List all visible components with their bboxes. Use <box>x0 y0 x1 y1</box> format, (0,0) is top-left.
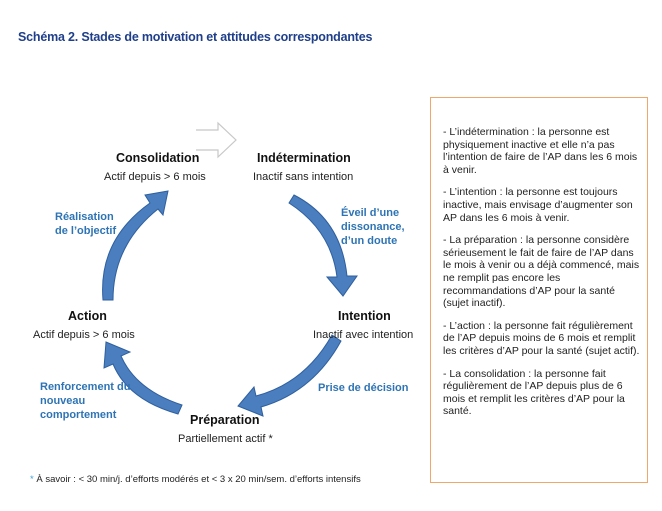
stage-indetermination-desc: Inactif sans intention <box>253 171 354 183</box>
definition-action: - L’action : la personne fait régulièrem… <box>443 319 640 357</box>
arrow-intention-preparation <box>237 334 342 417</box>
stage-indetermination-name: Indétermination <box>257 151 351 165</box>
stage-intention-name: Intention <box>338 309 391 323</box>
transition-decision-line: Prise de décision <box>318 382 409 394</box>
transition-decision: Prise de décision <box>318 381 408 395</box>
footnote: * À savoir : < 30 min/j. d’efforts modér… <box>30 474 361 485</box>
definition-intention: - L’intention : la personne est toujours… <box>443 186 633 224</box>
transition-eveil: Éveil d’une dissonance, d’un doute <box>341 206 405 248</box>
transition-renforcement-line: Renforcement du <box>40 381 131 393</box>
diagram-title: Schéma 2. Stades de motivation et attitu… <box>18 30 373 44</box>
transition-realisation: Réalisation de l’objectif <box>55 210 116 238</box>
motivation-cycle <box>102 121 358 417</box>
stage-intention-desc: Inactif avec intention <box>313 329 414 341</box>
definitions-panel: - L’indétermination : la personne est ph… <box>430 97 648 483</box>
definition-indetermination: - L’indétermination : la personne est ph… <box>443 126 638 176</box>
stage-preparation-name: Préparation <box>190 413 260 427</box>
arrow-preparation-action <box>103 341 183 415</box>
definition-consolidation: - La consolidation : la personne fait ré… <box>443 367 625 418</box>
transition-eveil-line: Éveil d’une <box>341 207 400 219</box>
outline-arrow <box>196 121 237 159</box>
footnote-text: À savoir : < 30 min/j. d’efforts modérés… <box>33 474 361 485</box>
stage-preparation-desc: Partiellement actif * <box>178 433 273 445</box>
stage-consolidation-name: Consolidation <box>116 151 200 165</box>
arrow-action-consolidation <box>102 190 169 301</box>
transition-realisation-line: Réalisation <box>55 211 114 223</box>
definition-preparation: - La préparation : la personne considère… <box>443 234 640 310</box>
stage-action-desc: Actif depuis > 6 mois <box>33 329 135 341</box>
stage-consolidation-desc: Actif depuis > 6 mois <box>104 171 206 183</box>
transition-realisation-line: de l’objectif <box>55 225 117 237</box>
transition-renforcement-line: nouveau <box>40 395 86 407</box>
transition-renforcement-line: comportement <box>40 409 117 421</box>
transition-renforcement: Renforcement du nouveau comportement <box>40 380 130 422</box>
transition-eveil-line: d’un doute <box>341 235 398 247</box>
footnote-star: * <box>30 474 34 485</box>
stage-action-name: Action <box>68 309 107 323</box>
transition-eveil-line: dissonance, <box>341 221 405 233</box>
arrow-indetermination-intention <box>288 194 358 297</box>
